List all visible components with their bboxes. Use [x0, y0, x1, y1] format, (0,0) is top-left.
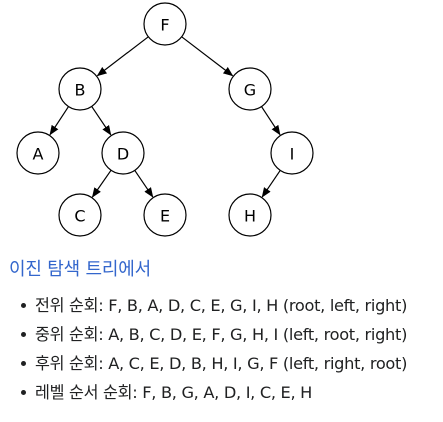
tree-node-label: C [74, 207, 85, 226]
tree-edge-f-b [96, 36, 149, 77]
tree-node-label: B [75, 81, 86, 100]
tree-node-d: D [101, 131, 145, 175]
tree-node-c: C [58, 193, 102, 237]
bullet-icon [21, 361, 26, 366]
binary-search-tree-diagram: F B G A D I C E H [16, 2, 314, 237]
tree-edge-f-g [181, 36, 234, 77]
tree-node-circle [58, 67, 102, 111]
tree-node-label: A [33, 145, 44, 164]
tree-edge-b-a [49, 106, 70, 136]
tree-edges [49, 36, 281, 198]
traversal-text: 후위 순회: A, C, E, D, B, H, I, G, F (left, … [35, 354, 408, 373]
tree-node-circle [101, 131, 145, 175]
tree-node-circle [58, 193, 102, 237]
bullet-icon [21, 303, 26, 308]
tree-node-f: F [143, 2, 187, 46]
tree-edge-b-d [91, 106, 112, 136]
tree-node-i: I [270, 131, 314, 175]
tree-node-label: I [290, 145, 295, 164]
tree-node-label: F [160, 16, 169, 35]
traversal-item-preorder: 전위 순회: F, B, A, D, C, E, G, I, H (root, … [21, 291, 407, 320]
traversal-text: 전위 순회: F, B, A, D, C, E, G, I, H (root, … [35, 296, 408, 315]
bullet-icon [21, 332, 26, 337]
tree-node-g: G [228, 67, 272, 111]
tree-node-label: E [160, 207, 170, 226]
tree-node-circle [16, 131, 60, 175]
tree-edge-d-c [91, 169, 112, 198]
tree-edge-d-e [134, 170, 154, 198]
tree-node-label: G [244, 81, 256, 100]
traversal-text: 레벨 순서 순회: F, B, G, A, D, I, C, E, H [35, 383, 313, 402]
tree-node-circle [143, 2, 187, 46]
tree-caption: 이진 탐색 트리에서 [9, 259, 151, 280]
tree-node-circle [270, 131, 314, 175]
tree-nodes: F B G A D I C E H [16, 2, 314, 237]
tree-node-label: D [117, 145, 129, 164]
tree-node-circle [228, 67, 272, 111]
traversal-text: 중위 순회: A, B, C, D, E, F, G, H, I (left, … [35, 325, 408, 344]
tree-edge-g-i [260, 106, 281, 136]
tree-node-h: H [228, 193, 272, 237]
tree-node-circle [143, 193, 187, 237]
traversal-item-levelorder: 레벨 순서 순회: F, B, G, A, D, I, C, E, H [21, 378, 407, 407]
tree-node-e: E [143, 193, 187, 237]
tree-node-a: A [16, 131, 60, 175]
bullet-icon [21, 390, 26, 395]
tree-node-b: B [58, 67, 102, 111]
traversal-list: 전위 순회: F, B, A, D, C, E, G, I, H (root, … [21, 291, 407, 407]
traversal-item-inorder: 중위 순회: A, B, C, D, E, F, G, H, I (left, … [21, 320, 407, 349]
tree-node-circle [228, 193, 272, 237]
traversal-item-postorder: 후위 순회: A, C, E, D, B, H, I, G, F (left, … [21, 349, 407, 378]
tree-edge-i-h [261, 170, 281, 198]
tree-node-label: H [244, 207, 256, 226]
